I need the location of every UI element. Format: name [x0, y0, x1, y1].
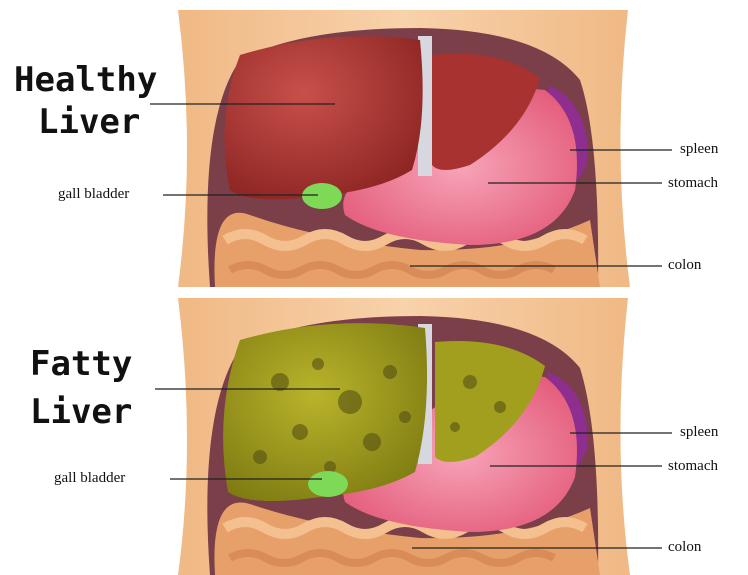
stomach-label: stomach: [668, 457, 718, 475]
spleen-label: spleen: [680, 423, 718, 441]
gall-bladder-label: gall bladder: [54, 469, 125, 487]
healthy-title-line2: Liver: [38, 100, 140, 144]
healthy-title-line1: Healthy: [14, 58, 157, 102]
gall-bladder-shape: [302, 183, 342, 209]
fatty-liver-panel: Fatty Liver gall bladder spleen stomach …: [0, 292, 748, 575]
healthy-liver-shape: [224, 36, 422, 199]
colon-label: colon: [668, 538, 701, 556]
fatty-title-line2: Liver: [30, 390, 132, 434]
spleen-label: spleen: [680, 140, 718, 158]
colon-label: colon: [668, 256, 701, 274]
gall-bladder-label: gall bladder: [58, 185, 129, 203]
gall-bladder-shape: [308, 471, 348, 497]
fatty-title-line1: Fatty: [30, 342, 132, 386]
stomach-label: stomach: [668, 174, 718, 192]
healthy-liver-panel: Healthy Liver gall bladder spleen stomac…: [0, 0, 748, 287]
